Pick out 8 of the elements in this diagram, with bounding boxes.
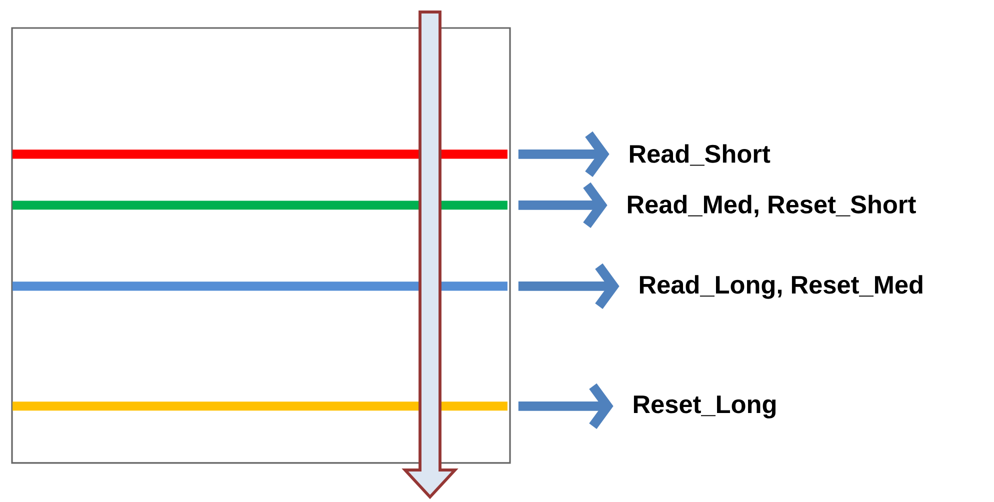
arrow (518, 263, 620, 309)
arrow (518, 131, 610, 177)
output-label: Read_Short (630, 144, 770, 166)
arrow (518, 383, 614, 429)
output-label: Read_Med, Reset_Short (628, 194, 916, 218)
output-label: Read_Long, Reset_Med (640, 275, 922, 299)
output-label: Reset_Long (634, 396, 776, 418)
frame-box (11, 27, 511, 464)
